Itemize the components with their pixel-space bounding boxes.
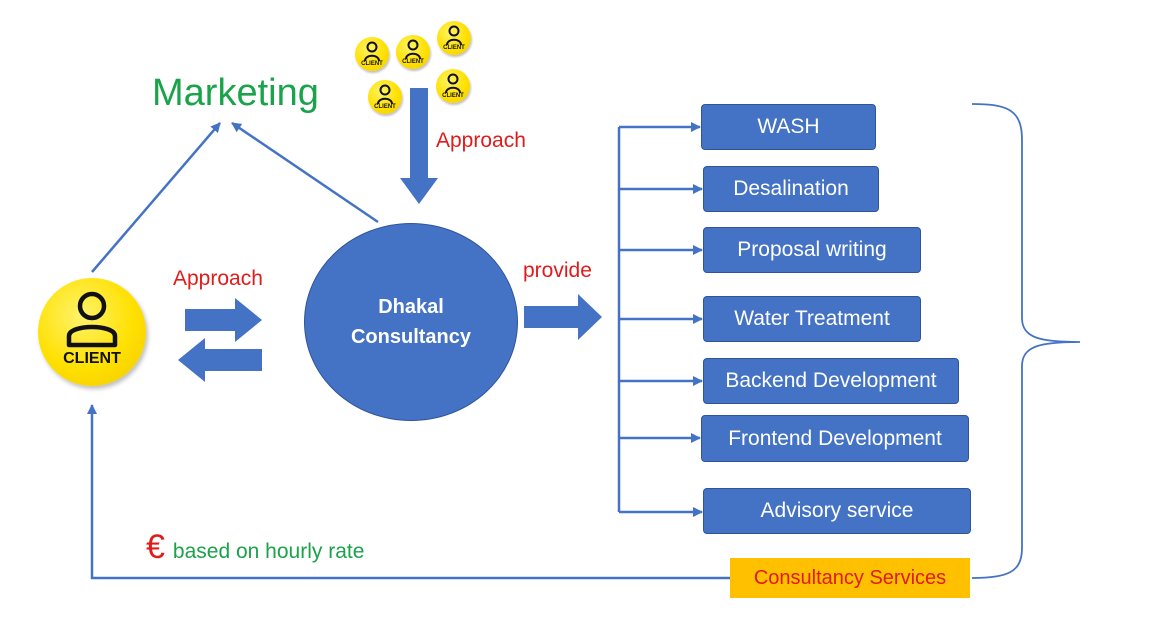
service-wash: WASH bbox=[701, 104, 876, 150]
client-small-icon: CLIENT bbox=[368, 80, 402, 114]
client-small-label: CLIENT bbox=[443, 45, 465, 51]
marketing-label: Marketing bbox=[152, 72, 319, 114]
approach-left-label: Approach bbox=[173, 267, 263, 290]
services-brace bbox=[971, 103, 1081, 579]
fee-note-text: based on hourly rate bbox=[172, 540, 365, 563]
service-frontend-development: Frontend Development bbox=[701, 415, 969, 462]
client-small-label: CLIENT bbox=[442, 93, 464, 99]
hub-line-2: Consultancy bbox=[350, 326, 472, 348]
client-small-label: CLIENT bbox=[361, 61, 383, 67]
dhakal-consultancy-node: Dhakal Consultancy bbox=[304, 223, 518, 421]
client-small-icon: CLIENT bbox=[355, 37, 389, 71]
consultancy-services-tag: Consultancy Services bbox=[730, 558, 970, 598]
client-small-icon: CLIENT bbox=[436, 69, 470, 103]
approach-down-arrow bbox=[400, 88, 438, 204]
client-small-icon: CLIENT bbox=[437, 21, 471, 55]
hub-line-1: Dhakal bbox=[378, 296, 444, 318]
approach-right-arrow bbox=[185, 298, 262, 342]
hub-to-marketing-line bbox=[231, 121, 379, 224]
service-water-treatment: Water Treatment bbox=[703, 296, 921, 342]
service-proposal-writing: Proposal writing bbox=[703, 227, 921, 273]
service-advisory: Advisory service bbox=[703, 488, 971, 534]
provide-label: provide bbox=[523, 259, 592, 282]
approach-top-label: Approach bbox=[436, 129, 526, 152]
euro-icon: € bbox=[146, 528, 165, 566]
provide-arrow bbox=[524, 294, 602, 340]
service-backend-development: Backend Development bbox=[703, 358, 959, 404]
client-small-label: CLIENT bbox=[402, 59, 424, 65]
client-icon: CLIENT bbox=[38, 278, 146, 386]
approach-left-arrow bbox=[178, 338, 262, 382]
fee-note: € based on hourly rate bbox=[146, 528, 364, 567]
client-small-icon: CLIENT bbox=[396, 35, 430, 69]
payment-return-line bbox=[87, 404, 730, 580]
service-desalination: Desalination bbox=[703, 166, 879, 212]
client-small-label: CLIENT bbox=[374, 104, 396, 110]
client-to-marketing-line bbox=[91, 122, 221, 273]
client-label: CLIENT bbox=[63, 350, 121, 367]
